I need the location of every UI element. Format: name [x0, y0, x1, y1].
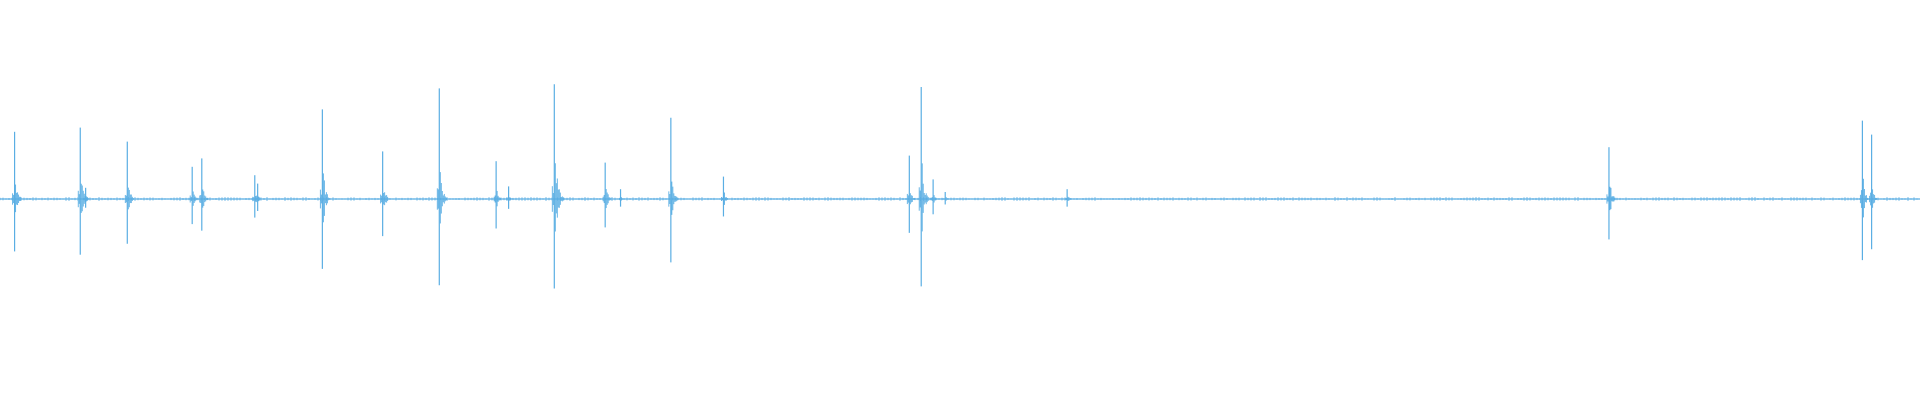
waveform-transient: [942, 192, 948, 205]
waveform-transient: [668, 117, 679, 263]
waveform-transient: [1064, 189, 1071, 207]
waveform-transient: [721, 176, 728, 217]
waveform-transient: [12, 131, 23, 252]
waveform-transient: [380, 151, 391, 237]
waveform-transient: [551, 84, 564, 289]
waveform-transient: [83, 187, 90, 208]
waveform-transient: [1606, 147, 1616, 240]
waveform-transient: [602, 162, 612, 228]
waveform-transient: [506, 186, 514, 209]
waveform-transient: [252, 175, 261, 218]
waveform-transient: [906, 155, 915, 233]
waveform-transient: [493, 161, 501, 229]
waveform-transient: [199, 158, 209, 231]
waveform-transient: [319, 109, 330, 269]
waveform-transient: [189, 166, 198, 225]
waveform-transient: [918, 87, 929, 287]
waveform-transient: [436, 88, 447, 286]
waveform-transient: [255, 183, 262, 212]
waveform-transient: [1869, 134, 1878, 250]
waveform-transient: [1859, 120, 1868, 261]
waveform-transient: [124, 141, 134, 244]
waveform-transient: [930, 179, 938, 215]
waveform-transient: [618, 189, 623, 207]
waveform-transients: [0, 84, 1918, 289]
